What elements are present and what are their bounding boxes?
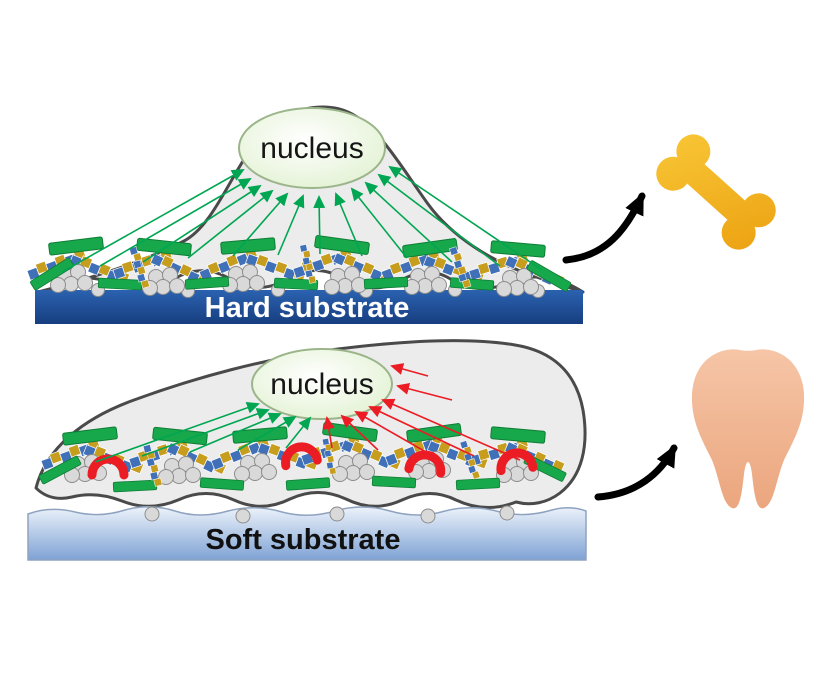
substrate-particle [329,506,345,522]
adhesion-plaque [112,479,158,493]
tension-arrow-red [381,398,521,461]
adhesion-plaque [363,276,409,290]
adhesion-plaque [490,240,546,258]
adhesion-plaque [371,475,417,489]
hard-substrate-bar [35,290,583,324]
tension-arrow-green [388,165,543,271]
tension-arrow-green [350,187,408,259]
substrate-particle [235,508,251,524]
tension-arrow-green [61,169,245,273]
hard-cell-nucleus [238,107,386,189]
soft-substrate-bar [27,506,587,561]
tension-arrow-green [141,408,270,457]
substrate-particle [144,506,160,522]
tooth-icon [691,349,805,509]
differentiation-arrow-bone [562,192,646,264]
tension-arrow-green [277,194,305,256]
tension-arrow-green [364,181,453,263]
hard-substrate-panel: nucleus Hard substrate [25,105,585,324]
tension-arrow-green [189,412,282,453]
tension-arrow-green [142,184,262,263]
nucleus-label: nucleus [260,132,363,165]
bone-icon [656,134,776,250]
tension-arrow-green [377,173,501,267]
differentiation-arrow-tooth [594,444,678,501]
tension-arrow-green [313,195,326,255]
soft-cell-nucleus [251,348,393,420]
substrate-particle [420,508,436,524]
soft-substrate-panel: nucleus Soft substrate [27,339,587,561]
nucleus-label: nucleus [270,368,373,401]
tension-arrow-green [94,402,260,463]
tension-arrow-red [354,411,427,453]
tension-arrows-hard [61,165,543,273]
tension-arrow-red [368,406,475,457]
tension-arrows-soft [94,363,521,463]
tension-arrow-green [285,416,312,449]
soft-substrate-label: Soft substrate [206,524,401,556]
adhesion-plaque [97,277,143,291]
tension-arrow-green [334,192,363,257]
tension-arrow-red [340,414,379,451]
substrate-particle [499,505,515,521]
tension-arrow-red [322,416,335,449]
tension-arrow-red [390,363,429,377]
adhesion-plaque [455,477,501,491]
tension-arrow-red [396,382,453,401]
hard-substrate-label: Hard substrate [205,292,410,324]
tension-arrow-green [187,189,274,259]
tension-arrow-green [237,415,297,451]
tension-arrow-green [232,192,289,257]
tension-arrow-green [99,177,252,267]
